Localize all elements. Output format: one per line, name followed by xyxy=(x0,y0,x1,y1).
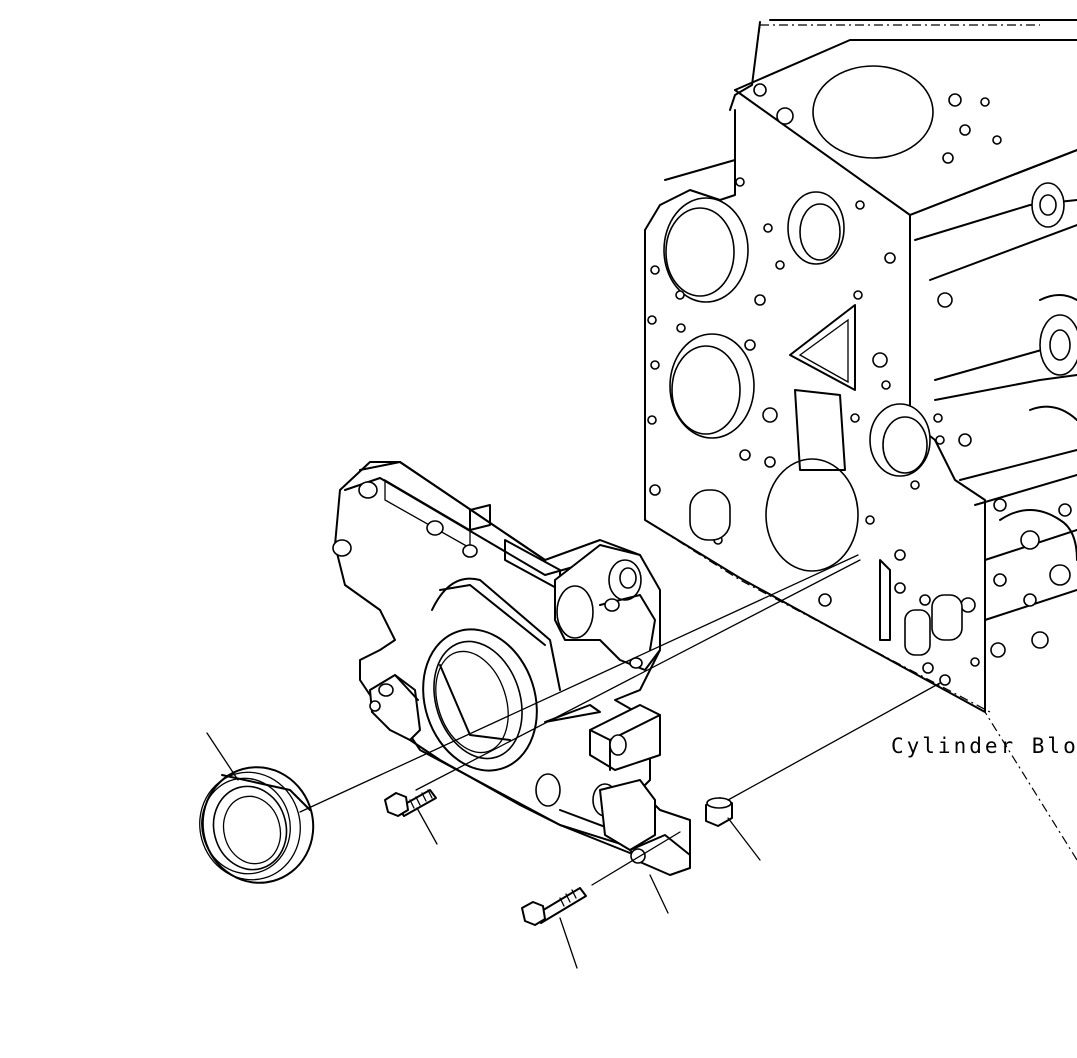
dowel-sleeve xyxy=(705,797,733,827)
oil-seal xyxy=(199,766,315,884)
bolt-short xyxy=(384,789,437,817)
cylinder-block xyxy=(644,19,1077,861)
front-gear-case xyxy=(332,461,691,876)
bolt-long xyxy=(521,887,587,926)
cylinder-block-label: Cylinder Block xyxy=(891,734,1077,758)
leader-lines xyxy=(206,554,941,969)
